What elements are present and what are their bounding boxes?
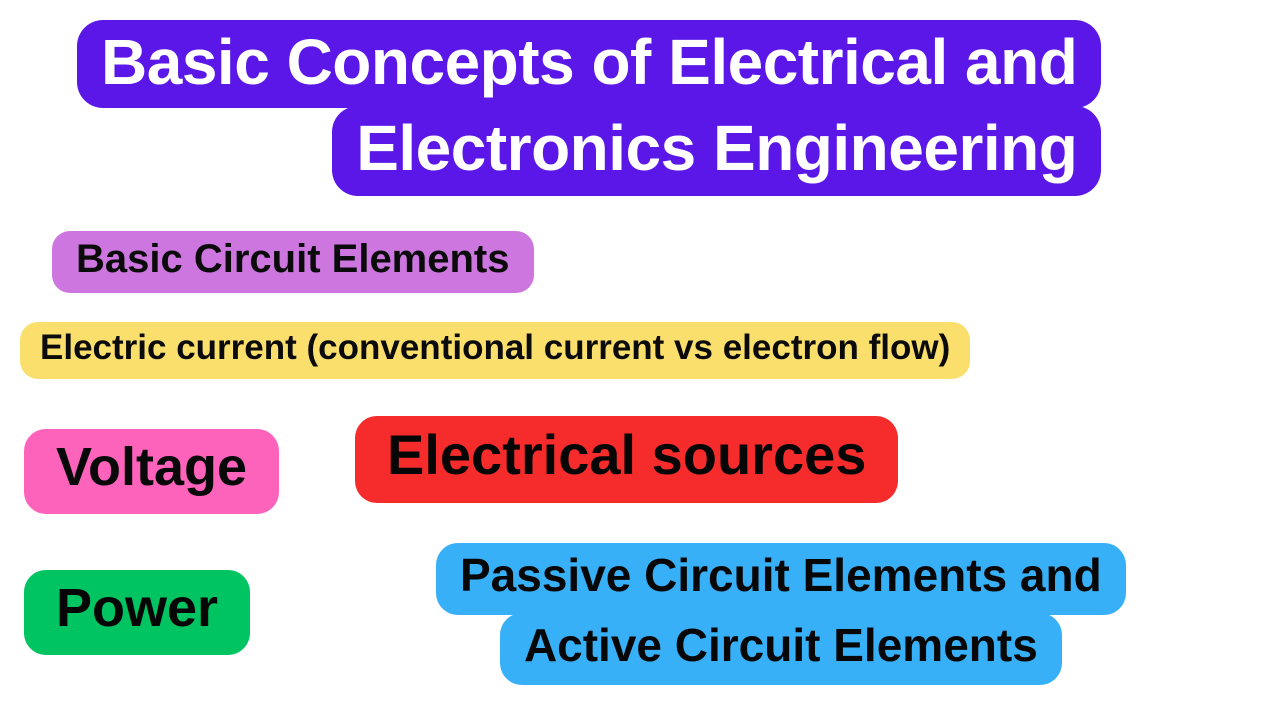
topic-passive-active-circuit-elements: Passive Circuit Elements and Active Circ…	[436, 543, 1126, 685]
topic-passive-active-line-2: Active Circuit Elements	[499, 613, 1062, 685]
title-line-1: Basic Concepts of Electrical and	[77, 20, 1102, 108]
topic-electric-current: Electric current (conventional current v…	[20, 322, 971, 379]
topic-basic-circuit-elements: Basic Circuit Elements	[52, 231, 534, 293]
topic-voltage-label: Voltage	[24, 429, 280, 514]
title-line-2: Electronics Engineering	[332, 106, 1102, 196]
page-title: Basic Concepts of Electrical and Electro…	[77, 20, 1102, 196]
topic-voltage: Voltage	[24, 429, 280, 514]
topic-electrical-sources: Electrical sources	[355, 416, 899, 503]
topic-electric-current-label: Electric current (conventional current v…	[20, 322, 971, 379]
topic-passive-active-line-1: Passive Circuit Elements and	[436, 543, 1126, 615]
topic-electrical-sources-label: Electrical sources	[355, 416, 899, 503]
topic-basic-circuit-elements-label: Basic Circuit Elements	[52, 231, 534, 293]
topic-power: Power	[24, 570, 251, 655]
topic-power-label: Power	[24, 570, 251, 655]
